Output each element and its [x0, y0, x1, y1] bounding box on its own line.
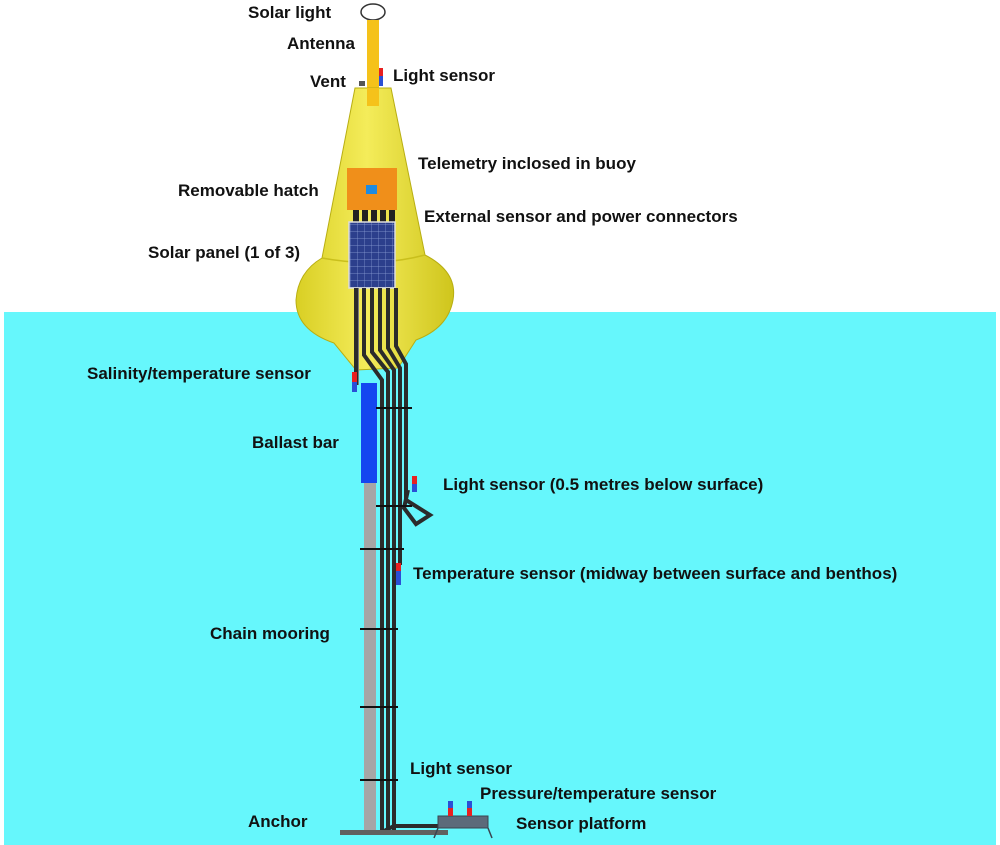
- label-antenna: Antenna: [287, 34, 355, 53]
- antenna: [367, 20, 379, 108]
- label-sensor-platform: Sensor platform: [516, 814, 647, 833]
- label-light-sensor-bottom: Light sensor: [410, 759, 513, 778]
- label-light-sensor-shallow: Light sensor (0.5 metres below surface): [443, 475, 764, 494]
- vent: [359, 81, 365, 86]
- label-removable-hatch: Removable hatch: [178, 181, 319, 200]
- label-solar-light: Solar light: [248, 3, 332, 22]
- telemetry-box: [366, 185, 377, 194]
- solar-light: [360, 3, 386, 21]
- label-ballast-bar: Ballast bar: [252, 433, 339, 452]
- label-light-sensor-top: Light sensor: [393, 66, 496, 85]
- cable-clamps: [360, 407, 412, 781]
- antenna-mast: [367, 88, 379, 106]
- pressure-sensor-right: [467, 801, 472, 808]
- label-anchor: Anchor: [248, 812, 308, 831]
- salinity-sensor: [352, 372, 357, 382]
- light-sensor-top: [379, 68, 383, 76]
- pressure-sensor-left: [448, 801, 453, 808]
- connectors: [353, 210, 395, 222]
- water-body: [4, 312, 996, 845]
- temperature-sensor-mid: [396, 563, 401, 571]
- solar-panel: [348, 221, 396, 289]
- label-solar-panel: Solar panel (1 of 3): [148, 243, 301, 262]
- label-chain-mooring: Chain mooring: [210, 624, 330, 643]
- label-temperature-sensor: Temperature sensor (midway between surfa…: [413, 564, 898, 583]
- sensor-cables: [354, 288, 434, 832]
- label-vent: Vent: [310, 72, 346, 91]
- sensor-platform: [437, 815, 489, 829]
- light-sensor-shallow: [412, 476, 417, 484]
- ballast-bar: [361, 383, 377, 483]
- label-pressure-sensor: Pressure/temperature sensor: [480, 784, 717, 803]
- label-salinity-sensor: Salinity/temperature sensor: [87, 364, 311, 383]
- anchor-plate: [340, 830, 448, 835]
- chain-mooring: [364, 480, 376, 832]
- label-telemetry: Telemetry inclosed in buoy: [418, 154, 636, 173]
- label-external-connectors: External sensor and power connectors: [424, 207, 738, 226]
